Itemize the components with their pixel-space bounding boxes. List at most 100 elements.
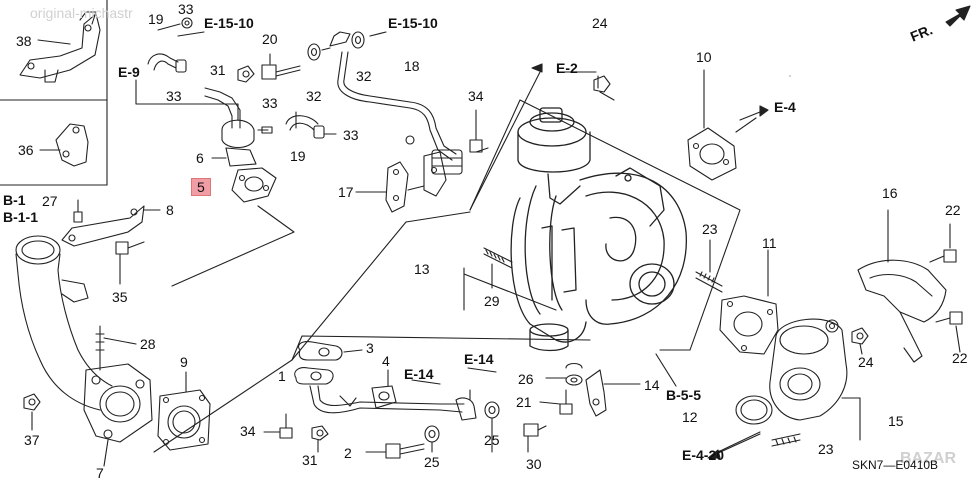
bolt-22-drawing [929, 223, 963, 353]
pipe-6-drawing [204, 87, 297, 203]
arrows [707, 75, 791, 459]
watermark-top: original-michastr [30, 5, 133, 21]
callout-10: 10 [696, 49, 712, 65]
nut-24b-drawing [851, 327, 869, 355]
callout-28: 28 [140, 336, 156, 352]
hose-19b-drawing [285, 115, 337, 139]
callout-19-top: 19 [148, 11, 164, 27]
watermark-bottom: BAZAR [900, 450, 956, 467]
callout-38: 38 [16, 33, 32, 49]
ref-e-15-10-left: E-15-10 [204, 15, 254, 31]
ref-b-1: B-1 [3, 192, 26, 208]
callout-9: 9 [180, 354, 188, 370]
pipe-b1-drawing [15, 235, 153, 467]
callout-7: 7 [96, 465, 104, 481]
ref-e-2: E-2 [556, 60, 578, 76]
callout-20: 20 [262, 31, 278, 47]
callout-2: 2 [344, 445, 352, 461]
bracket-36-drawing [39, 123, 89, 167]
callout-22-top: 22 [945, 202, 961, 218]
callout-17: 17 [338, 184, 354, 200]
leader-e9 [135, 79, 239, 121]
callout-35: 35 [112, 289, 128, 305]
bracket-14-drawing [585, 369, 641, 417]
callout-23-top: 23 [702, 221, 718, 237]
ref-b-1-1: B-1-1 [3, 209, 39, 225]
callout-25-right: 25 [484, 432, 500, 448]
gasket-5-drawing [231, 167, 277, 203]
gasket-17-drawing [355, 151, 447, 213]
callout-16: 16 [882, 185, 898, 201]
bolt-20-drawing [261, 53, 301, 80]
callout-37: 37 [24, 432, 40, 448]
ring-12-drawing [735, 395, 773, 425]
callout-13: 13 [414, 261, 430, 277]
callout-26: 26 [518, 371, 534, 387]
gasket-11-drawing [719, 249, 779, 355]
callout-36: 36 [18, 142, 34, 158]
nut-37-drawing [23, 393, 41, 431]
stud-29-drawing [483, 247, 513, 289]
ref-e-9: E-9 [118, 64, 140, 80]
callout-33-top: 33 [178, 1, 194, 17]
front-arrow-icon [945, 5, 971, 27]
callout-34-bottom: 34 [240, 423, 256, 439]
callout-11: 11 [762, 235, 777, 251]
bolt-34b-drawing [263, 413, 293, 439]
callout-29: 29 [484, 293, 500, 309]
callout-24-right: 24 [858, 354, 874, 370]
callout-6: 6 [196, 150, 204, 166]
ref-b-5-5: B-5-5 [666, 387, 702, 403]
bolt-34-drawing [469, 109, 489, 153]
gasket-9-drawing [153, 359, 293, 453]
callout-24-top: 24 [592, 15, 608, 31]
callout-32-right: 32 [356, 68, 372, 84]
callout-30: 30 [526, 456, 542, 472]
callout-5-highlighted: 5 [191, 178, 211, 196]
bracket-38-drawing [19, 11, 101, 83]
callout-19-middle: 19 [290, 148, 306, 164]
bolt-21-30-drawing [523, 362, 583, 453]
callout-27: 27 [42, 193, 58, 209]
callout-15: 15 [888, 413, 904, 429]
callout-21: 21 [516, 394, 532, 410]
oil-pipe-18-drawing [337, 51, 463, 175]
heat-shield-16-drawing [857, 209, 947, 363]
elbow-15-drawing [717, 318, 861, 453]
nut-31-drawing [237, 65, 255, 83]
bolt-2-drawing [365, 443, 425, 459]
ref-e-14-right: E-14 [464, 351, 494, 367]
ref-e-14-left: E-14 [404, 366, 434, 382]
callout-33-middle: 33 [262, 95, 278, 111]
stud-23-drawing [695, 239, 723, 293]
callout-18: 18 [404, 58, 420, 74]
callout-3: 3 [366, 340, 374, 356]
callout-1: 1 [278, 368, 286, 384]
washer-25-drawing [424, 401, 500, 453]
ref-e-4-20: E-4-20 [682, 447, 725, 463]
diagram-code: SKN7—E0410B [852, 458, 939, 472]
washer-32-drawing [307, 31, 365, 61]
callout-22-bottom: 22 [952, 350, 968, 366]
nut-31b-drawing [311, 425, 329, 453]
turbocharger-drawing [510, 107, 687, 352]
callout-12: 12 [682, 409, 698, 425]
callout-34-top: 34 [468, 88, 484, 104]
callout-4: 4 [382, 353, 390, 369]
ref-e-15-10-right: E-15-10 [388, 15, 438, 31]
bracket-8-drawing [61, 199, 161, 247]
callout-23-bottom: 23 [818, 441, 834, 457]
reference-leaders [177, 31, 769, 385]
callout-8: 8 [166, 202, 174, 218]
callout-25-left: 25 [424, 454, 440, 470]
hose-19-drawing [147, 17, 193, 73]
callout-33-upper-left: 33 [166, 88, 182, 104]
callout-31-top: 31 [210, 62, 226, 78]
leader-lines-main [171, 71, 741, 387]
gasket-10-drawing [593, 69, 757, 181]
lower-pipe-assembly-drawing [291, 335, 591, 421]
bolt-35-drawing [115, 241, 145, 285]
callout-14: 14 [644, 377, 660, 393]
